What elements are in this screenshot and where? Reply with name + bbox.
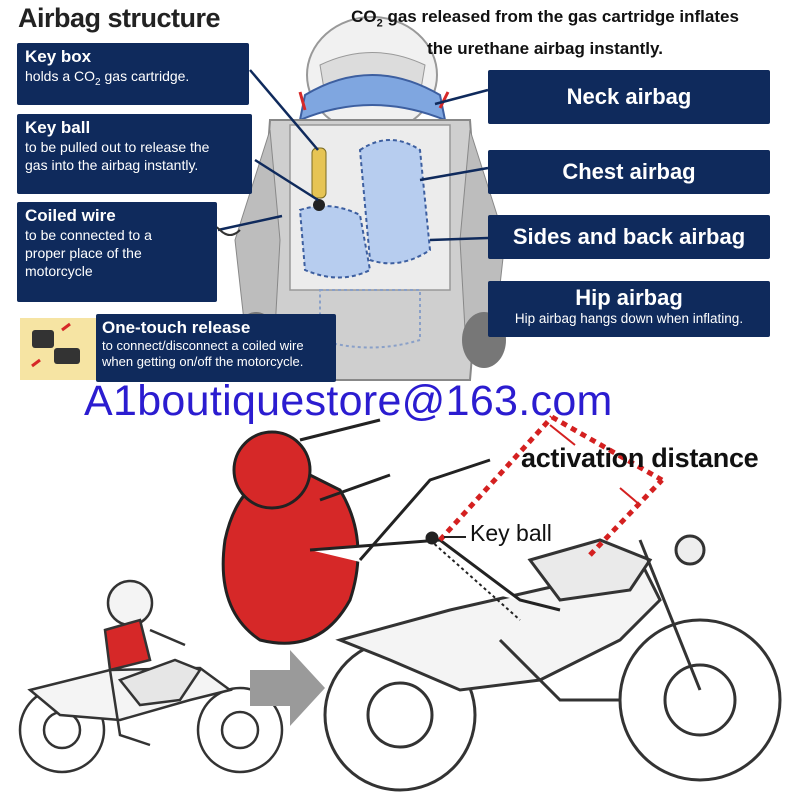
hip-airbag-label: Hip airbag Hip airbag hangs down when in…: [488, 281, 770, 337]
key-ball-label: Key ball to be pulled out to release the…: [17, 114, 252, 194]
top-caption-line1: CO2 gas released from the gas cartridge …: [351, 7, 739, 30]
key-box-title: Key box: [25, 47, 92, 66]
top-caption-line2: the urethane airbag instantly.: [427, 39, 663, 59]
callout-lines: [217, 69, 489, 242]
small-rider-motorcycle: [18, 579, 284, 774]
chest-airbag-label: Chest airbag: [488, 150, 770, 194]
coiled-wire-desc-3: motorcycle: [25, 263, 93, 279]
neck-airbag-label: Neck airbag: [488, 70, 770, 124]
one-touch-release-image: [20, 318, 98, 380]
sides-back-airbag-title: Sides and back airbag: [512, 224, 746, 249]
coiled-wire-title: Coiled wire: [25, 206, 116, 225]
watermark-email: A1boutiquestore@163.com: [84, 377, 613, 425]
sides-back-airbag-label: Sides and back airbag: [488, 215, 770, 259]
activation-distance-marker: [438, 414, 664, 557]
neck-airbag-title: Neck airbag: [566, 84, 692, 109]
coiled-wire-desc-2: proper place of the: [25, 245, 142, 261]
top-caption: CO2 gas released from the gas cartridge …: [300, 4, 790, 62]
key-ball-desc-2: gas into the airbag instantly.: [25, 157, 199, 173]
activation-distance-label: activation distance: [521, 443, 759, 473]
key-box-desc: holds a CO2 gas cartridge.: [25, 68, 190, 88]
gray-arrow: [250, 650, 325, 726]
ejected-rider: [221, 418, 561, 645]
diagram-title: Airbag structure: [18, 3, 221, 33]
hip-airbag-title: Hip airbag: [575, 285, 683, 310]
hip-airbag-desc: Hip airbag hangs down when inflating.: [514, 311, 744, 326]
one-touch-release-desc-1: to connect/disconnect a coiled wire: [102, 338, 304, 353]
key-ball-title: Key ball: [25, 118, 91, 137]
large-motorcycle: [323, 534, 782, 792]
coiled-wire-label: Coiled wire to be connected to a proper …: [17, 202, 217, 302]
one-touch-release-title: One-touch release: [102, 318, 251, 337]
one-touch-release-label: One-touch release to connect/disconnect …: [96, 314, 336, 382]
key-box-label: Key box holds a CO2 gas cartridge.: [17, 43, 249, 105]
key-ball-callout: Key ball: [470, 520, 552, 546]
activation-distance-arrows: [549, 424, 641, 506]
one-touch-release-desc-2: when getting on/off the motorcycle.: [102, 354, 304, 369]
chest-airbag-title: Chest airbag: [562, 159, 696, 184]
coiled-wire-desc-1: to be connected to a: [25, 227, 152, 243]
key-ball-desc-1: to be pulled out to release the: [25, 139, 210, 155]
